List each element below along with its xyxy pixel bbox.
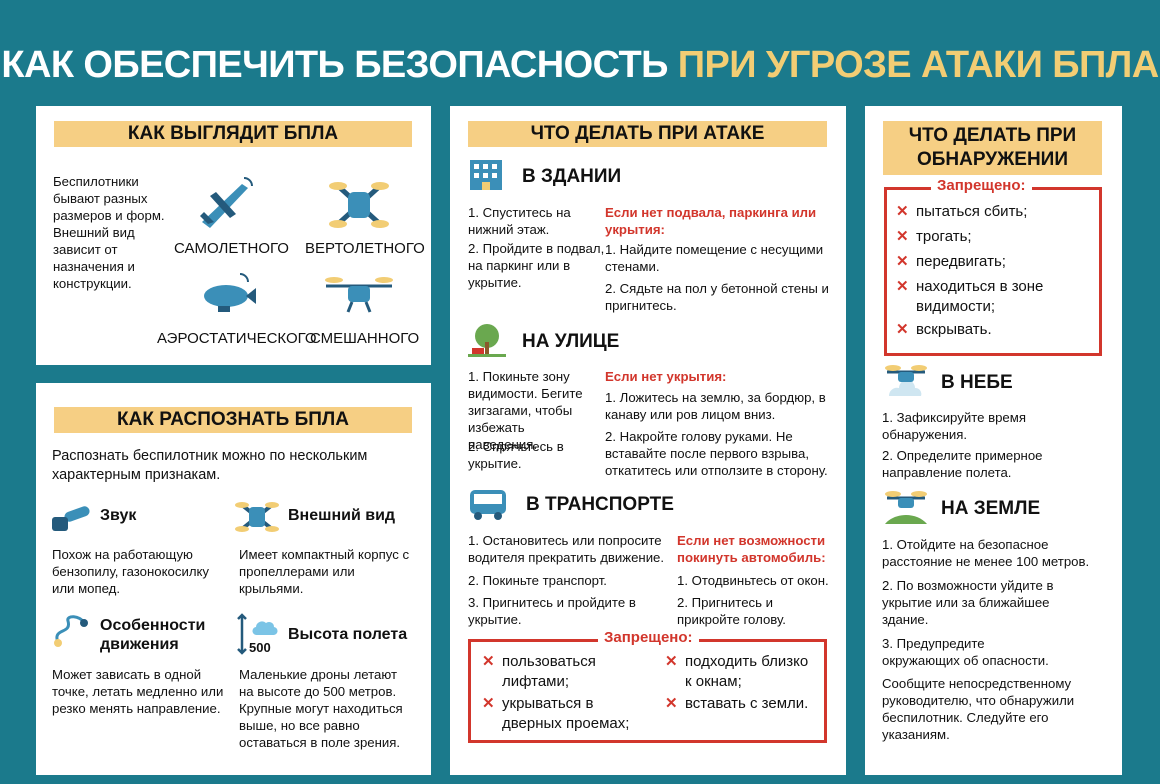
forbidden-item: пользоваться лифтами; <box>482 652 632 692</box>
ground-step: 3. Предупредите окружающих об опасности. <box>882 636 1049 668</box>
looks-type-label: АЭРОСТАТИЧЕСКОГО <box>157 330 317 347</box>
building-icon <box>470 160 502 190</box>
tree-icon <box>468 324 506 357</box>
looks-card: КАК ВЫГЛЯДИТ БПЛА Беспилотники бывают ра… <box>36 106 431 365</box>
sign-title: Высота полета <box>288 626 408 643</box>
attack-heading: ЧТО ДЕЛАТЬ ПРИ АТАКЕ <box>468 121 827 147</box>
transport-title: В ТРАНСПОРТЕ <box>526 494 674 515</box>
building-step: 2. Пройдите в подвал, на паркинг или в у… <box>468 241 605 290</box>
street-condition: Если нет укрытия: <box>605 369 727 384</box>
transport-step: 1. Отодвиньтесь от окон. <box>677 573 829 588</box>
looks-text: Беспилотники бывают разных размеров и фо… <box>53 174 165 291</box>
sign-text: Маленькие дроны летают на высоте до 500 … <box>239 667 403 750</box>
bus-icon <box>470 490 506 520</box>
ground-note: Сообщите непосредственному руководителю,… <box>882 676 1075 742</box>
looks-type-label: САМОЛЕТНОГО <box>174 240 289 257</box>
detect-card: ЧТО ДЕЛАТЬ ПРИ ОБНАРУЖЕНИИ Запрещено: пы… <box>865 106 1122 775</box>
transport-step: 2. Пригнитесь и прикройте голову. <box>677 595 786 627</box>
looks-type-label: ВЕРТОЛЕТНОГО <box>305 240 425 257</box>
attack-forbidden-title: Запрещено: <box>598 629 699 646</box>
street-step: 2. Накройте голову руками. Не вставайте … <box>605 429 828 478</box>
forbidden-item: вскрывать. <box>896 320 1086 340</box>
forbidden-item: передвигать; <box>896 252 1086 272</box>
airplane-drone-icon <box>200 177 253 228</box>
route-icon <box>54 615 88 647</box>
recognize-intro: Распознать беспилотник можно по нескольк… <box>52 448 368 483</box>
street-step: 2. Спрячьтесь в укрытие. <box>468 439 564 471</box>
sign-title: Особенности движения <box>100 617 206 653</box>
altitude-icon-label: 500 <box>249 640 271 655</box>
building-step: 1. Найдите помещение с несущими стенами. <box>605 242 824 274</box>
forbidden-item: трогать; <box>896 227 1086 247</box>
sign-text: Имеет компактный корпус с пропеллерами и… <box>239 547 410 596</box>
transport-step: 1. Остановитесь или попросите водителя п… <box>468 533 665 565</box>
sky-drone-icon <box>885 365 927 396</box>
attack-card: ЧТО ДЕЛАТЬ ПРИ АТАКЕ В ЗДАНИИ 1. Спустит… <box>450 106 846 775</box>
altitude-icon <box>237 613 278 655</box>
ground-step: 2. По возможности уйдите в укрытие или з… <box>882 578 1054 627</box>
blimp-drone-icon <box>204 273 256 312</box>
sign-text: Похож на работающую бензопилу, газонокос… <box>52 547 210 596</box>
chainsaw-icon <box>52 506 90 531</box>
street-step: 1. Ложитесь на землю, за бордюр, в канав… <box>605 390 826 422</box>
page-title: КАК ОБЕСПЕЧИТЬ БЕЗОПАСНОСТЬ ПРИ УГРОЗЕ А… <box>1 44 1159 86</box>
transport-step: 2. Покиньте транспорт. <box>468 573 607 588</box>
hybrid-drone-icon <box>325 277 393 313</box>
detect-forbidden-title: Запрещено: <box>931 177 1032 194</box>
looks-heading: КАК ВЫГЛЯДИТ БПЛА <box>54 121 412 147</box>
building-step: 2. Сядьте на пол у бетонной стены и приг… <box>605 281 829 313</box>
street-step: 1. Покиньте зону видимости. Бегите зигза… <box>468 369 583 452</box>
sky-title: В НЕБЕ <box>941 372 1013 393</box>
forbidden-item: вставать с земли. <box>665 694 825 714</box>
drone-icon <box>235 502 279 532</box>
detect-heading: ЧТО ДЕЛАТЬ ПРИ ОБНАРУЖЕНИИ <box>883 121 1102 175</box>
recognize-heading: КАК РАСПОЗНАТЬ БПЛА <box>54 407 412 433</box>
building-condition: Если нет подвала, паркинга или укрытия: <box>605 205 817 237</box>
forbidden-item: находиться в зоне видимости; <box>896 277 1066 317</box>
building-title: В ЗДАНИИ <box>522 166 622 187</box>
sign-text: Может зависать в одной точке, летать мед… <box>52 667 224 716</box>
looks-type-label: СМЕШАННОГО <box>310 330 420 347</box>
ground-title: НА ЗЕМЛЕ <box>941 498 1041 519</box>
forbidden-item: укрываться в дверных проемах; <box>482 694 652 734</box>
ground-step: 1. Отойдите на безопасное расстояние не … <box>882 537 1090 569</box>
sign-title: Внешний вид <box>288 507 396 524</box>
sky-step: 2. Определите примерное направление поле… <box>882 448 1043 480</box>
recognize-card: КАК РАСПОЗНАТЬ БПЛА Распознать беспилотн… <box>36 383 431 775</box>
forbidden-item: подходить близко к окнам; <box>665 652 810 692</box>
building-step: 1. Спуститесь на нижний этаж. <box>468 205 571 237</box>
sky-step: 1. Зафиксируйте время обнаружения. <box>882 410 1026 442</box>
transport-condition: Если нет возможности покинуть автомобиль… <box>677 533 826 565</box>
sign-title: Звук <box>100 507 137 524</box>
quadcopter-drone-icon <box>329 182 389 228</box>
ground-drone-icon <box>885 491 927 524</box>
transport-step: 3. Пригнитесь и пройдите в укрытие. <box>468 595 636 627</box>
forbidden-item: пытаться сбить; <box>896 202 1086 222</box>
street-title: НА УЛИЦЕ <box>522 331 620 352</box>
